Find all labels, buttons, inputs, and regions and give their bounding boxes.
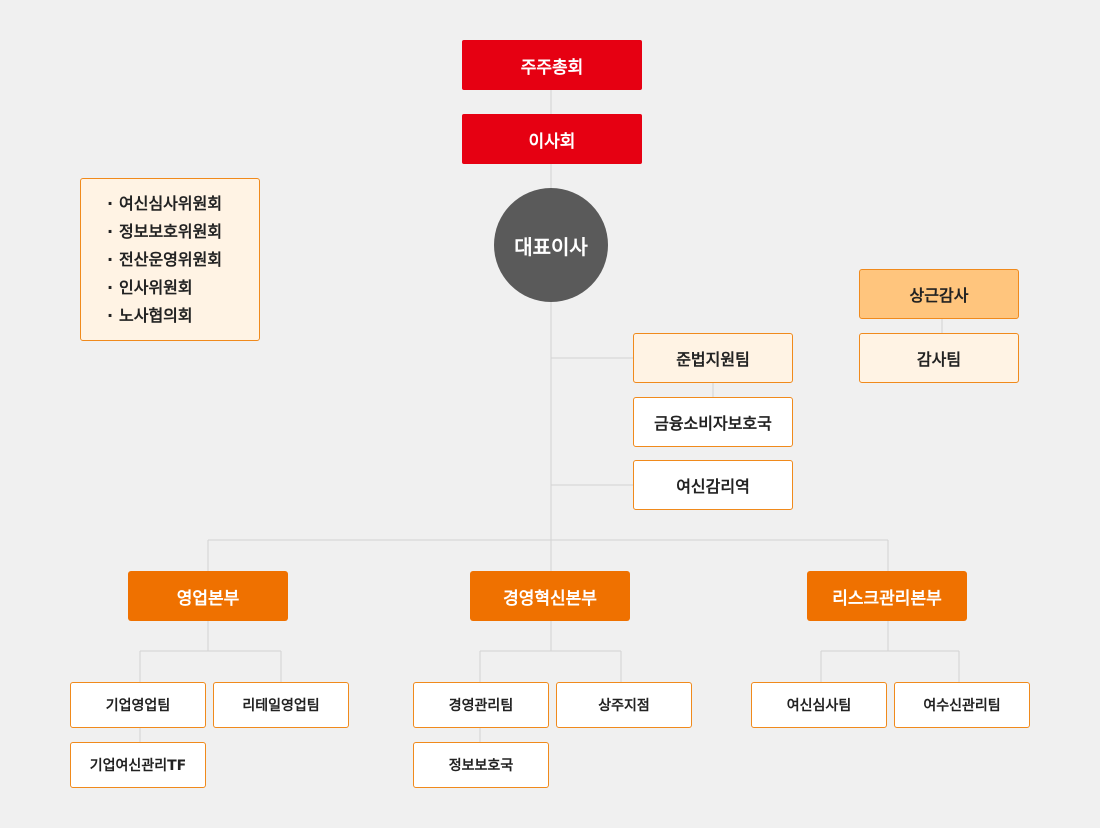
committee-label: 여신심사위원회 (119, 194, 223, 213)
committee-item: · 여신심사위원회 (107, 191, 259, 219)
committees-box: · 여신심사위원회 · 정보보호위원회 · 전산운영위원회 · 인사위원회 · 노사협의회 (80, 178, 260, 341)
committee-item: · 인사위원회 (107, 275, 259, 303)
bullet: · (107, 194, 114, 213)
team-box: 리테일영업팀 (213, 682, 349, 728)
management-innovation-division-box: 경영혁신본부 (470, 571, 630, 621)
committee-item: · 정보보호위원회 (107, 219, 259, 247)
credit-audit-box: 여신감리역 (633, 460, 793, 510)
committee-label: 정보보호위원회 (119, 222, 223, 241)
bullet: · (107, 222, 114, 241)
team-box: 경영관리팀 (413, 682, 549, 728)
committee-item: · 노사협의회 (107, 303, 259, 331)
committee-label: 노사협의회 (119, 306, 193, 325)
committee-label: 전산운영위원회 (119, 250, 223, 269)
bullet: · (107, 250, 114, 269)
team-box: 기업여신관리TF (70, 742, 206, 788)
board-of-directors-box: 이사회 (462, 114, 642, 164)
risk-management-division-box: 리스크관리본부 (807, 571, 967, 621)
shareholders-meeting-box: 주주총회 (462, 40, 642, 90)
committee-label: 인사위원회 (119, 278, 193, 297)
team-box: 여신심사팀 (751, 682, 887, 728)
standing-auditor-box: 상근감사 (859, 269, 1019, 319)
sales-division-box: 영업본부 (128, 571, 288, 621)
bullet: · (107, 278, 114, 297)
compliance-team-box: 준법지원팀 (633, 333, 793, 383)
committee-item: · 전산운영위원회 (107, 247, 259, 275)
team-box: 기업영업팀 (70, 682, 206, 728)
team-box: 여수신관리팀 (894, 682, 1030, 728)
ceo-circle: 대표이사 (494, 188, 608, 302)
committees-list: · 여신심사위원회 · 정보보호위원회 · 전산운영위원회 · 인사위원회 · 노사협의회 (107, 191, 259, 331)
team-box: 상주지점 (556, 682, 692, 728)
bullet: · (107, 306, 114, 325)
consumer-protection-box: 금융소비자보호국 (633, 397, 793, 447)
audit-team-box: 감사팀 (859, 333, 1019, 383)
team-box: 정보보호국 (413, 742, 549, 788)
